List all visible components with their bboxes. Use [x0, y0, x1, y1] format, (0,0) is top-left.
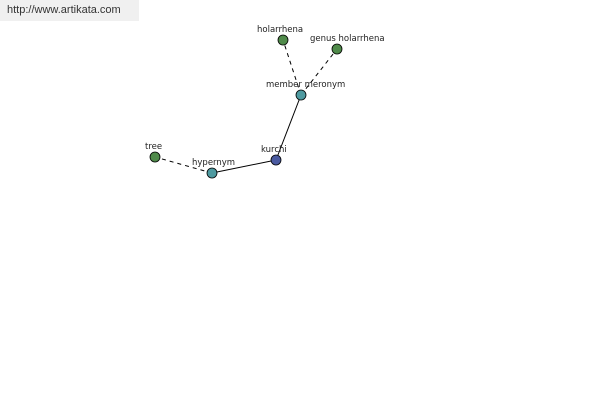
node-genus-holarrhena-label: genus holarrhena	[310, 34, 385, 44]
node-tree-dot[interactable]	[149, 151, 161, 163]
node-genus-holarrhena[interactable]: genus holarrhena	[310, 34, 385, 55]
edge-hypernym-tree	[154, 156, 213, 174]
node-kurchi[interactable]: kurchi	[261, 145, 287, 166]
node-member-meronym-dot[interactable]	[295, 89, 307, 101]
node-hypernym-dot[interactable]	[206, 167, 218, 179]
node-tree-label: tree	[145, 142, 162, 152]
edge-member-meronym-holarrhena	[282, 39, 302, 96]
node-kurchi-dot[interactable]	[270, 154, 282, 166]
edge-member-meronym-genus-holarrhena	[300, 48, 338, 96]
node-member-meronym-label: member meronym	[266, 80, 345, 90]
node-holarrhena-label: holarrhena	[257, 25, 303, 35]
node-holarrhena-dot[interactable]	[277, 34, 289, 46]
node-genus-holarrhena-dot[interactable]	[331, 43, 343, 55]
node-kurchi-label: kurchi	[261, 145, 287, 155]
node-tree[interactable]: tree	[145, 142, 162, 163]
node-member-meronym[interactable]: member meronym	[266, 80, 345, 101]
edge-kurchi-member-meronym	[275, 94, 302, 161]
node-holarrhena[interactable]: holarrhena	[257, 25, 303, 46]
site-url-watermark: http://www.artikata.com	[0, 0, 139, 21]
node-hypernym-label: hypernym	[192, 158, 235, 168]
node-hypernym[interactable]: hypernym	[192, 158, 235, 179]
edge-kurchi-hypernym	[211, 159, 277, 174]
